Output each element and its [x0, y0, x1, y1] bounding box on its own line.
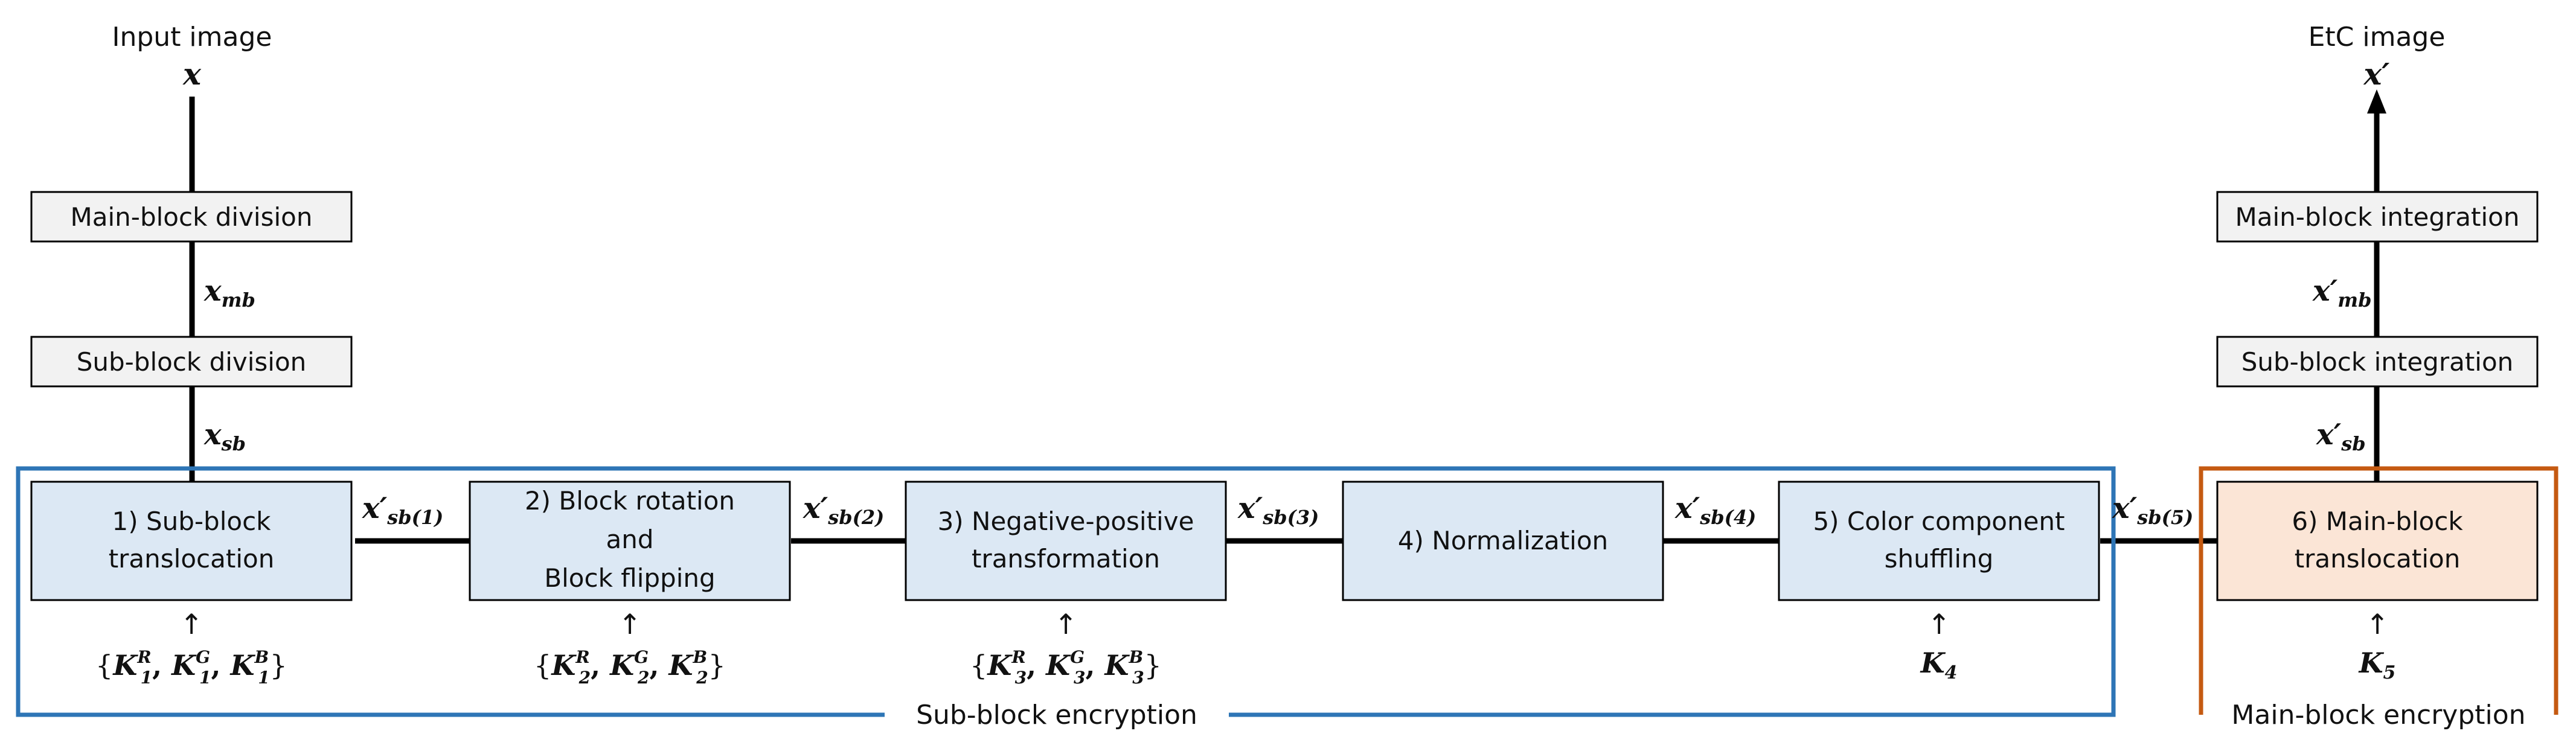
main-block-encryption-label: Main-block encryption: [2231, 700, 2525, 730]
main-block-integration-label: Main-block integration: [2235, 202, 2520, 232]
signal-x-sb: xsb: [203, 418, 246, 455]
sub-block-division-label: Sub-block division: [77, 347, 307, 377]
signal-x-sb4: x′sb(4): [1674, 491, 1756, 529]
step3-box: [905, 481, 1227, 601]
key4-arrow: ↑: [1927, 608, 1951, 641]
signal-x-sb-prime: x′sb: [2316, 418, 2366, 455]
signal-x-sb1: x′sb(1): [362, 491, 443, 529]
step4-line1: 4) Normalization: [1398, 526, 1608, 555]
main-block-integration-box: [2216, 191, 2539, 243]
step5-box: [1778, 481, 2100, 601]
input-image-title: Input image: [112, 22, 272, 53]
step6-box: [2216, 481, 2539, 601]
step5-line2: shuffling: [1885, 544, 1994, 574]
key5-arrow: ↑: [2366, 608, 2389, 641]
key3-arrow: ↑: [1054, 608, 1078, 641]
step2-line3: Block flipping: [544, 563, 715, 593]
signal-x-sb5: x′sb(5): [2112, 491, 2193, 529]
key2-arrow: ↑: [618, 608, 642, 641]
step1-box: [30, 481, 353, 601]
etc-image-title: EtC image: [2308, 22, 2446, 53]
sub-block-division-box: [30, 336, 353, 388]
input-image-var: x: [182, 56, 202, 92]
step2-line2: and: [606, 525, 653, 554]
main-block-encryption-frame: [2199, 466, 2558, 715]
signal-x-mb-prime: x′mb: [2312, 274, 2372, 312]
main-block-division-box: [30, 191, 353, 243]
step2-box: [469, 481, 791, 601]
signal-x-sb2: x′sb(2): [803, 491, 884, 529]
step1-line2: translocation: [109, 544, 275, 574]
sub-block-encryption-frame: [16, 466, 2116, 717]
step6-line2: translocation: [2295, 544, 2461, 574]
step4-box: [1342, 481, 1664, 601]
signal-x-sb3: x′sb(3): [1237, 491, 1319, 529]
step3-line2: transformation: [972, 544, 1160, 574]
output-arrowhead: [2367, 89, 2386, 113]
sub-block-encryption-label: Sub-block encryption: [916, 700, 1197, 730]
step2-line1: 2) Block rotation: [525, 486, 735, 516]
step5-line1: 5) Color component: [1813, 507, 2065, 536]
sub-block-integration-box: [2216, 336, 2539, 388]
key1-arrow: ↑: [180, 608, 203, 641]
step3-line1: 3) Negative-positive: [938, 507, 1194, 536]
key4-label: K4: [1920, 647, 1958, 683]
etc-image-var: x′: [2363, 56, 2390, 92]
sub-block-integration-label: Sub-block integration: [2241, 347, 2514, 377]
signal-x-mb: xmb: [203, 274, 255, 312]
main-block-division-label: Main-block division: [71, 202, 313, 232]
key5-label: K5: [2358, 647, 2396, 683]
step1-line1: 1) Sub-block: [112, 507, 272, 536]
step6-line1: 6) Main-block: [2292, 507, 2463, 536]
